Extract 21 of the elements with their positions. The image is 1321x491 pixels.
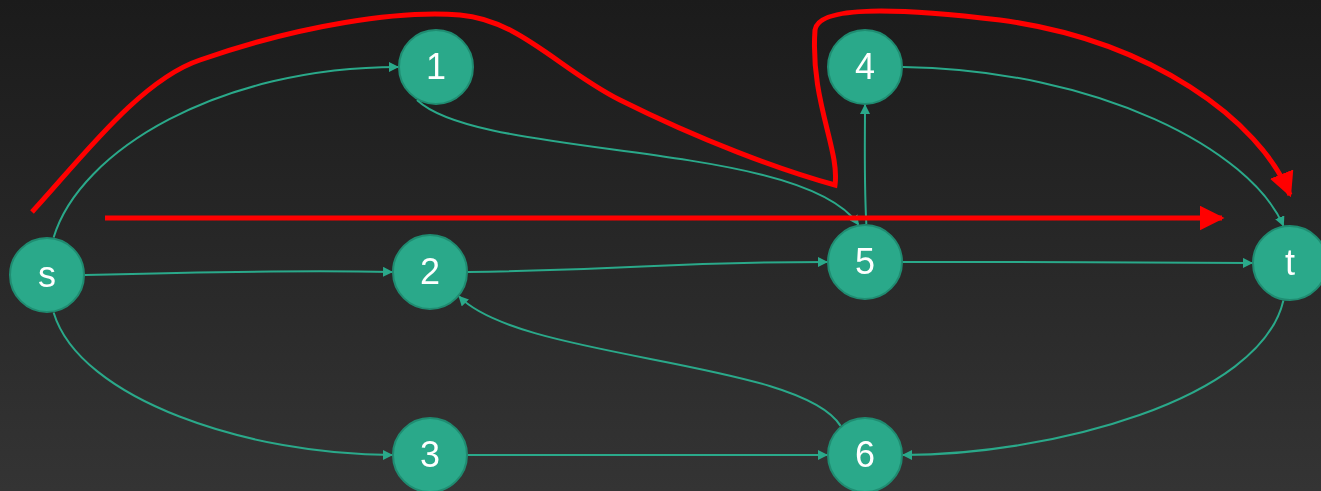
arrow — [416, 98, 860, 226]
arrow — [52, 311, 393, 460]
arrow — [902, 66, 1285, 227]
arrow — [860, 104, 870, 225]
node-label: 3 — [420, 437, 440, 473]
arrow — [30, 8, 1293, 214]
arrow — [467, 450, 828, 460]
arrow — [902, 257, 1253, 268]
node-label: s — [38, 257, 56, 293]
arrow — [458, 295, 842, 427]
arrow — [52, 62, 399, 239]
node-label: 4 — [855, 49, 875, 85]
node-label: 5 — [855, 244, 875, 280]
node-label: 1 — [426, 49, 446, 85]
node-label: 6 — [855, 437, 875, 473]
arrow — [84, 266, 393, 277]
arrow — [467, 257, 828, 273]
arrow — [902, 299, 1285, 460]
arrow — [105, 205, 1225, 231]
node-label: 2 — [420, 254, 440, 290]
node-label: t — [1285, 245, 1295, 281]
